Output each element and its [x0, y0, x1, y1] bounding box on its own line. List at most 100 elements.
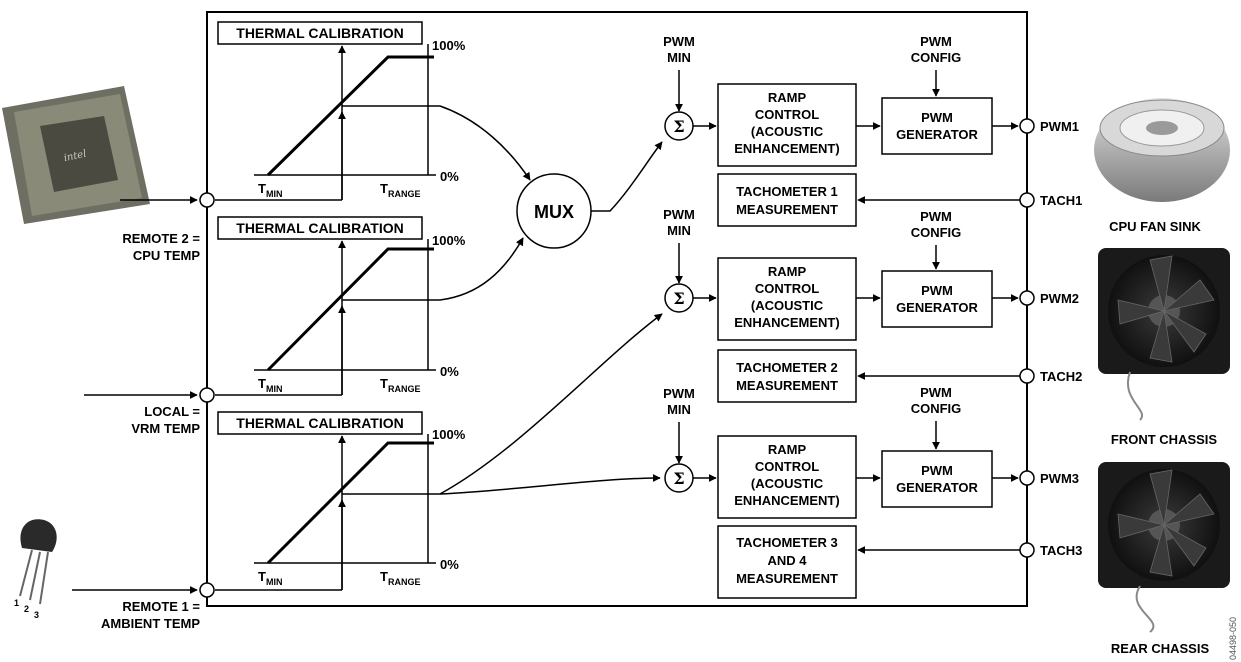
ramp-control-3-l3: (ACOUSTIC	[751, 476, 824, 491]
thermal-calibration-2: THERMAL CALIBRATION 100% 0% TMIN TRANGE	[215, 216, 466, 396]
tc2-pct-low: 0%	[440, 364, 459, 379]
pwm2-pin	[1019, 290, 1035, 306]
pwm-config-1-line2: CONFIG	[911, 50, 962, 65]
tach1-box-l2: MEASUREMENT	[736, 202, 838, 217]
tc3-pct-high: 100%	[432, 427, 466, 442]
channel-3: PWM MIN Σ RAMP CONTROL (ACOUSTIC ENHANCE…	[663, 385, 1082, 599]
tc1-tmin: TMIN	[258, 181, 282, 199]
sigma-2: Σ	[673, 289, 684, 308]
tachometer-3-box	[717, 525, 857, 599]
ramp-control-3-l2: CONTROL	[755, 459, 819, 474]
transistor-pin-3: 3	[34, 610, 39, 620]
ramp-control-3-l1: RAMP	[768, 442, 807, 457]
figure-number: 04498-050	[1228, 617, 1238, 660]
tach1-box-l1: TACHOMETER 1	[736, 184, 838, 199]
pwm1-pin	[1019, 118, 1035, 134]
ramp-control-2-l4: ENHANCEMENT)	[734, 315, 839, 330]
local-label-line2: VRM TEMP	[131, 421, 200, 436]
tc1-pct-low: 0%	[440, 169, 459, 184]
rear-chassis-fan-image	[1098, 462, 1230, 633]
pwm-generator-3-l1: PWM	[921, 463, 953, 478]
thermal-calibration-title: THERMAL CALIBRATION	[236, 220, 403, 236]
pwm-min-1-line2: MIN	[667, 50, 691, 65]
remote1-label-line2: AMBIENT TEMP	[101, 616, 200, 631]
tc1-pct-high: 100%	[432, 38, 466, 53]
tc3-trange: TRANGE	[380, 569, 420, 587]
ramp-control-1-l2: CONTROL	[755, 107, 819, 122]
ramp-control-1	[717, 83, 857, 167]
transistor-sensor-image: 1 2 3	[14, 519, 57, 620]
ramp-control-2	[717, 257, 857, 341]
ramp-control-2-l3: (ACOUSTIC	[751, 298, 824, 313]
tach1-label: TACH1	[1040, 193, 1082, 208]
pwm-generator-2	[881, 270, 993, 328]
pwm1-label: PWM1	[1040, 119, 1079, 134]
local-label-line1: LOCAL =	[144, 404, 200, 419]
channel-1: PWM MIN Σ RAMP CONTROL (ACOUSTIC ENHANCE…	[663, 34, 1082, 227]
tc1-trange: TRANGE	[380, 181, 420, 199]
ramp-control-1-l4: ENHANCEMENT)	[734, 141, 839, 156]
pwm-generator-3-l2: GENERATOR	[896, 480, 978, 495]
pwm-config-2-line2: CONFIG	[911, 225, 962, 240]
rear-chassis-label: REAR CHASSIS	[1111, 641, 1210, 656]
mux-label: MUX	[534, 202, 574, 222]
tach2-pin	[1019, 368, 1035, 384]
tach3-box-l1: TACHOMETER 3	[736, 535, 838, 550]
tach3-box-l2: AND 4	[767, 553, 807, 568]
pwm-config-3-line1: PWM	[920, 385, 952, 400]
pwm3-pin	[1019, 470, 1035, 486]
ramp-control-1-l1: RAMP	[768, 90, 807, 105]
remote2-pin	[199, 192, 215, 208]
tc3-tmin: TMIN	[258, 569, 282, 587]
pwm-generator-2-l1: PWM	[921, 283, 953, 298]
tach2-box-l2: MEASUREMENT	[736, 378, 838, 393]
pwm-generator-1-l2: GENERATOR	[896, 127, 978, 142]
sigma-1: Σ	[673, 117, 684, 136]
tach2-label: TACH2	[1040, 369, 1082, 384]
cpu-fan-sink-image	[1094, 98, 1230, 202]
svg-text:intel: intel	[63, 149, 88, 164]
remote2-label-line2: CPU TEMP	[133, 248, 201, 263]
thermal-calibration-title: THERMAL CALIBRATION	[236, 415, 403, 431]
thermal-calibration-title: THERMAL CALIBRATION	[236, 25, 403, 41]
pwm2-label: PWM2	[1040, 291, 1079, 306]
transistor-pin-2: 2	[24, 604, 29, 614]
transistor-pin-1: 1	[14, 598, 19, 608]
tach2-box-l1: TACHOMETER 2	[736, 360, 838, 375]
ramp-control-2-l2: CONTROL	[755, 281, 819, 296]
remote1-label-line1: REMOTE 1 =	[122, 599, 200, 614]
pwm-config-3-line2: CONFIG	[911, 401, 962, 416]
pwm-config-1-line1: PWM	[920, 34, 952, 49]
cpu-chip-image: intel	[2, 86, 150, 224]
tc2-trange: TRANGE	[380, 376, 420, 394]
ramp-control-2-l1: RAMP	[768, 264, 807, 279]
tach3-label: TACH3	[1040, 543, 1082, 558]
tc3-pct-low: 0%	[440, 557, 459, 572]
cpu-fan-sink-label: CPU FAN SINK	[1109, 219, 1201, 234]
remote2-label-line1: REMOTE 2 =	[122, 231, 200, 246]
pwm3-label: PWM3	[1040, 471, 1079, 486]
pwm-min-3-line2: MIN	[667, 402, 691, 417]
channel-2: PWM MIN Σ RAMP CONTROL (ACOUSTIC ENHANCE…	[663, 207, 1082, 403]
pwm-min-3-line1: PWM	[663, 386, 695, 401]
thermal-calibration-3: THERMAL CALIBRATION 100% 0% TMIN TRANGE	[215, 411, 466, 591]
pwm-min-1-line1: PWM	[663, 34, 695, 49]
local-pin	[199, 387, 215, 403]
sigma-3: Σ	[673, 469, 684, 488]
ramp-control-3-l4: ENHANCEMENT)	[734, 493, 839, 508]
thermal-calibration-1: THERMAL CALIBRATION 100% 0% TMIN TRANGE	[215, 21, 466, 201]
front-chassis-label: FRONT CHASSIS	[1111, 432, 1218, 447]
pwm-generator-1-l1: PWM	[921, 110, 953, 125]
tach1-pin	[1019, 192, 1035, 208]
tc2-pct-high: 100%	[432, 233, 466, 248]
pwm-generator-1	[881, 97, 993, 155]
pwm-min-2-line2: MIN	[667, 223, 691, 238]
front-chassis-fan-image	[1098, 248, 1230, 421]
tachometer-1-box	[717, 173, 857, 227]
tach3-box-l3: MEASUREMENT	[736, 571, 838, 586]
chip-outline	[206, 11, 1028, 607]
pwm-generator-2-l2: GENERATOR	[896, 300, 978, 315]
pwm-min-2-line1: PWM	[663, 207, 695, 222]
remote1-pin	[199, 582, 215, 598]
